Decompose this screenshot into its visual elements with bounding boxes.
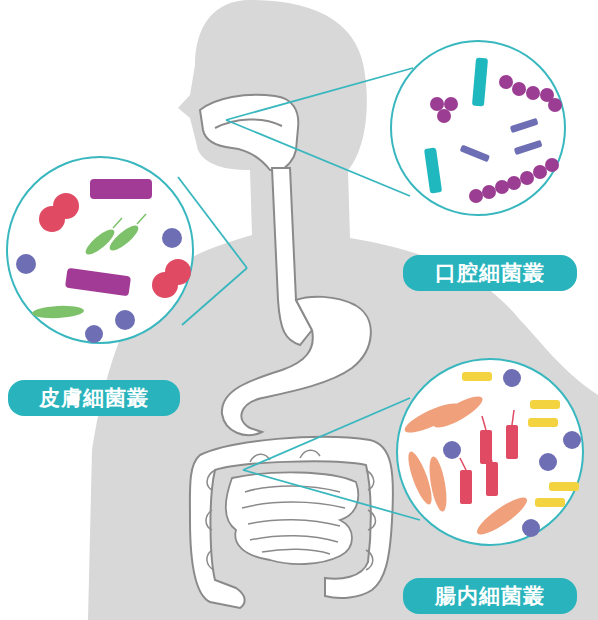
label-pill: 皮膚細菌叢 [8, 380, 180, 416]
intestine-folds [206, 450, 376, 570]
leader-line [226, 68, 413, 120]
skin-magnifier [7, 157, 193, 343]
label-pill: 腸内細菌叢 [403, 578, 577, 614]
large-intestine [190, 437, 393, 608]
leader-line [243, 470, 420, 520]
label-text: 皮膚細菌叢 [39, 384, 149, 412]
leader-lines [178, 68, 420, 520]
leader-line [243, 398, 410, 470]
oral-magnifier [391, 41, 565, 215]
tongue [215, 119, 282, 128]
small-intestine [226, 472, 359, 564]
stomach [222, 297, 371, 435]
oral-cavity [200, 95, 298, 170]
small-intestine-loops [242, 486, 345, 554]
leader-line [226, 120, 410, 196]
leader-line [182, 268, 247, 325]
label-text: 腸内細菌叢 [435, 582, 545, 610]
gut-magnifier [397, 359, 583, 545]
label-text: 口腔細菌叢 [435, 259, 545, 287]
label-pill: 口腔細菌叢 [403, 255, 577, 291]
